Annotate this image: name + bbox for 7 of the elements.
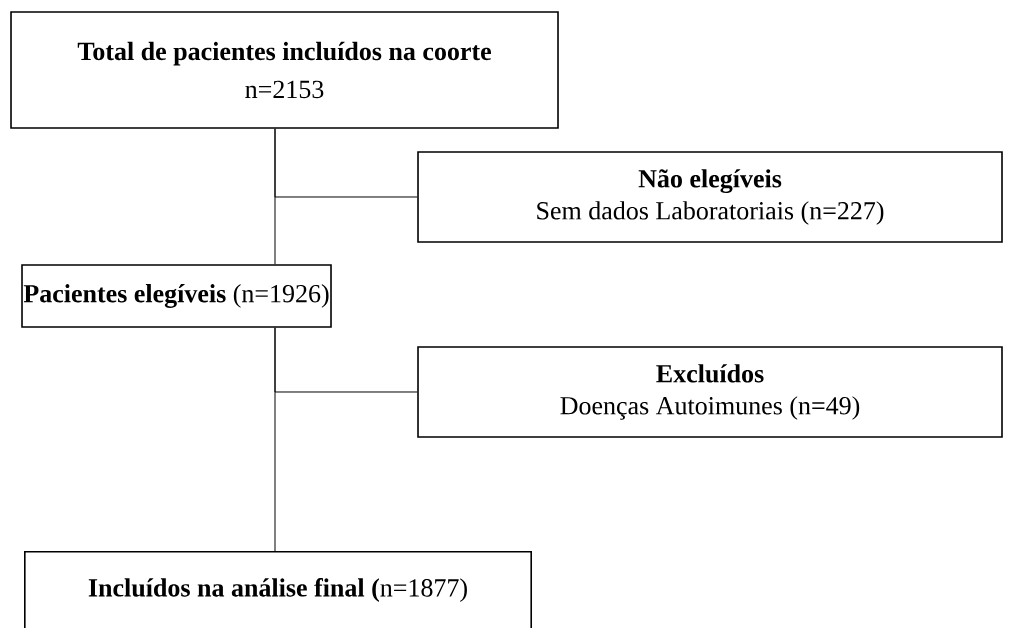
connector-line xyxy=(274,128,418,198)
flow-box: Não elegíveis Sem dados Laboratoriais (n=227) xyxy=(417,151,1003,243)
connector-line xyxy=(274,327,418,393)
flow-box: Total de pacientes incluídos na coorte n=2153 xyxy=(10,11,559,129)
flow-box: Excluídos Doenças Autoimunes (n=49) xyxy=(417,346,1003,438)
flow-box: Pacientes elegíveis (n=1926) xyxy=(21,264,332,328)
flow-box: Incluídos na análise final (n=1877) xyxy=(24,551,532,628)
